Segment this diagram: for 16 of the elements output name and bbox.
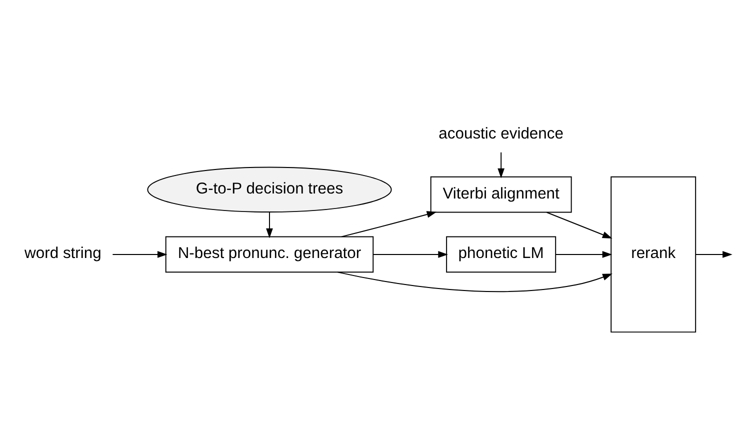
node-box: Viterbi alignment — [430, 176, 572, 212]
arrow — [266, 211, 273, 238]
node-box: phonetic LM — [446, 236, 556, 272]
node-box: N-best pronunc. generator — [165, 236, 374, 272]
node-box: rerank — [610, 176, 696, 332]
arrow — [555, 250, 612, 258]
arrow — [337, 271, 612, 292]
arrow — [546, 211, 612, 238]
node-ellipse: G-to-P decision trees — [147, 166, 392, 212]
arrow — [112, 250, 168, 258]
arrow — [372, 250, 448, 258]
arrow — [498, 151, 505, 178]
node-text: acoustic evidence — [438, 124, 564, 142]
arrow — [341, 210, 437, 237]
node-text: word string — [24, 244, 102, 262]
arrow — [695, 250, 732, 258]
